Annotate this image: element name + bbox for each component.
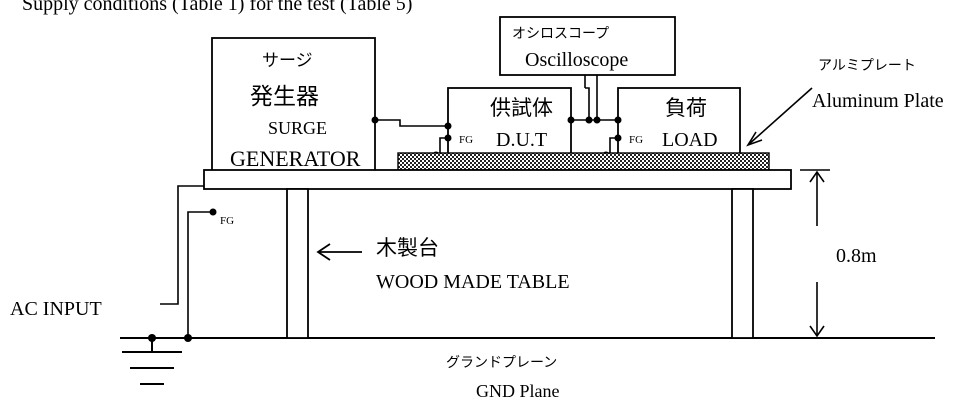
probe-junction-dot	[593, 116, 601, 124]
probe-junction-dot	[585, 116, 593, 124]
wood-table-leg-right	[731, 188, 754, 339]
oscilloscope-label-jp: オシロスコープ	[512, 26, 609, 42]
dut-label-jp: 供試体	[490, 96, 553, 120]
surge-generator-box	[211, 37, 376, 173]
oscilloscope-box	[499, 16, 676, 76]
surge-fg-label: FG	[220, 215, 234, 227]
dut-input-terminal	[444, 122, 452, 130]
surge-generator-label-jp: 発生器	[250, 84, 319, 110]
ground-plane-label-en: GND Plane	[476, 381, 560, 401]
load-label-jp: 負荷	[665, 96, 707, 120]
dut-fg-label: FG	[459, 134, 473, 146]
height-dimension-marker	[800, 169, 830, 338]
wood-table-label-en: WOOD MADE TABLE	[376, 271, 570, 293]
surge-to-dut-wire	[375, 119, 448, 127]
aluminum-plate	[397, 152, 770, 171]
caption: Supply conditions (Table 1) for the test…	[22, 0, 412, 15]
surge-generator-label-en-1: SURGE	[268, 118, 327, 138]
aluminum-plate-label-jp: アルミプレート	[818, 58, 916, 74]
oscilloscope-label-en: Oscilloscope	[525, 49, 628, 71]
wood-table-leg-left	[286, 188, 309, 339]
dut-label-en: D.U.T	[496, 129, 547, 151]
aluminum-plate-arrow-icon	[746, 87, 813, 147]
surge-generator-label-en-2: GENERATOR	[230, 146, 361, 171]
aluminum-plate-label-en: Aluminum Plate	[812, 90, 944, 112]
wood-table-top	[203, 169, 792, 190]
ground-junction-dot	[148, 334, 156, 342]
wood-table-arrow-icon	[316, 243, 362, 261]
dut-output-terminal	[567, 116, 575, 124]
surge-fg-terminal	[209, 208, 217, 216]
ground-symbol-icon	[122, 338, 182, 385]
ac-input-wires	[160, 185, 213, 338]
height-dimension-label: 0.8m	[836, 245, 877, 267]
ac-input-label: AC INPUT	[10, 298, 102, 320]
wood-table-label-jp: 木製台	[376, 236, 439, 260]
ground-plane-label-jp: グランドプレーン	[446, 355, 557, 371]
load-label-en: LOAD	[662, 129, 718, 151]
probe-wires	[571, 75, 618, 121]
load-fg-label: FG	[629, 134, 643, 146]
load-input-terminal	[614, 116, 622, 124]
surge-generator-label-kana: サージ	[262, 51, 313, 71]
